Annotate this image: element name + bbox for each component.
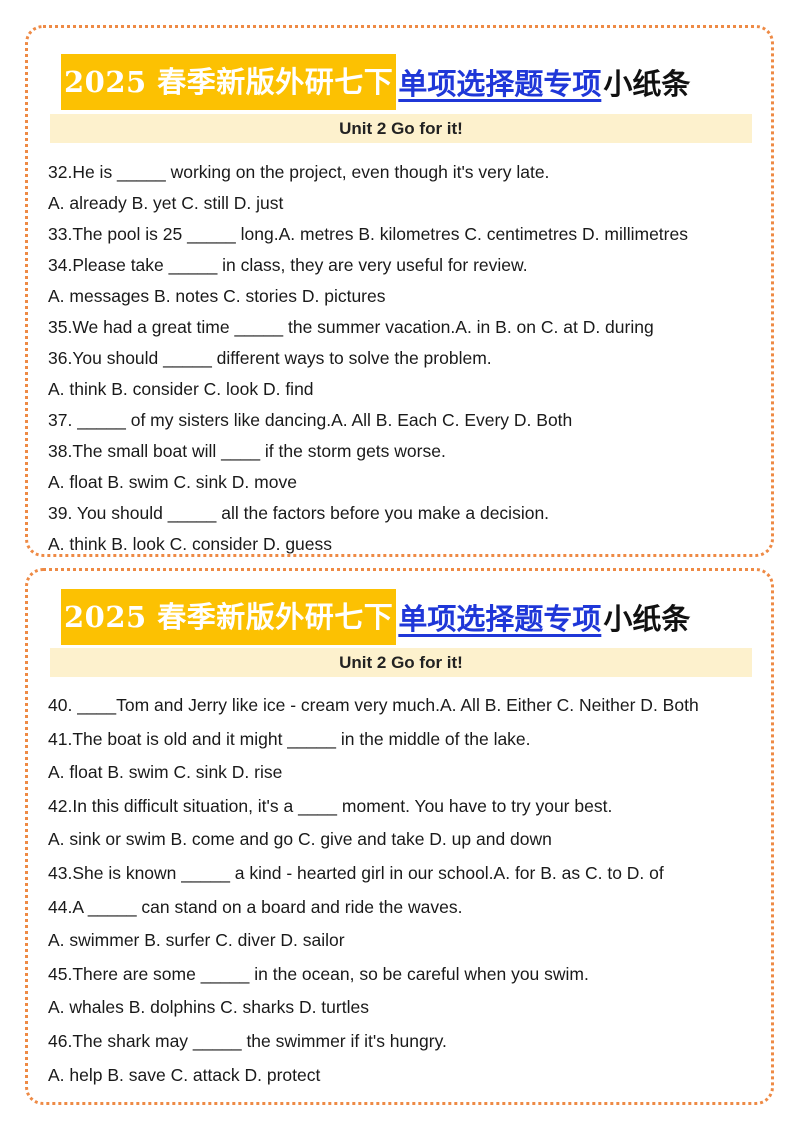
answer-options: A. think B. consider C. look D. find xyxy=(48,379,314,399)
question-line: 45.There are some _____ in the ocean, so… xyxy=(48,963,589,984)
answer-options: A. messages B. notes C. stories D. pictu… xyxy=(48,286,386,306)
answer-options: A. float B. swim C. sink D. rise xyxy=(48,762,283,783)
answer-options: A. swimmer B. surfer C. diver D. sailor xyxy=(48,930,345,951)
worksheet-card-1: 2025 春季新版外研七下单项选择题专项小纸条 Unit 2 Go for it… xyxy=(25,25,774,557)
question-line: 36.You should _____ different ways to so… xyxy=(48,348,492,368)
question-line: 32.He is _____ working on the project, e… xyxy=(48,162,550,182)
question-line: 35.We had a great time _____ the summer … xyxy=(48,317,654,337)
question-line: 42.In this difficult situation, it's a _… xyxy=(48,795,613,816)
title-suffix: 小纸条 xyxy=(603,67,691,101)
answer-options: A. help B. save C. attack D. protect xyxy=(48,1064,321,1085)
question-line: 33.The pool is 25 _____ long.A. metres B… xyxy=(48,224,688,244)
unit-heading: Unit 2 Go for it! xyxy=(50,648,752,677)
title-highlight-yellow: 2025 春季新版外研七下 xyxy=(61,54,397,110)
answer-options: A. already B. yet C. still D. just xyxy=(48,193,284,213)
question-line: 43.She is known _____ a kind - hearted g… xyxy=(48,862,664,883)
title-highlight-blue: 单项选择题专项 xyxy=(398,602,602,636)
question-line: 46.The shark may _____ the swimmer if it… xyxy=(48,1030,447,1051)
question-line: 37. _____ of my sisters like dancing.A. … xyxy=(48,410,573,430)
unit-heading: Unit 2 Go for it! xyxy=(50,114,752,143)
title-highlight-blue: 单项选择题专项 xyxy=(398,67,602,101)
title-suffix: 小纸条 xyxy=(603,602,691,636)
worksheet-card-2: 2025 春季新版外研七下单项选择题专项小纸条 Unit 2 Go for it… xyxy=(25,568,774,1105)
question-line: 39. You should _____ all the factors bef… xyxy=(48,503,550,523)
card-title: 2025 春季新版外研七下单项选择题专项小纸条 xyxy=(61,54,751,110)
question-line: 38.The small boat will ____ if the storm… xyxy=(48,441,446,461)
answer-options: A. whales B. dolphins C. sharks D. turtl… xyxy=(48,997,369,1018)
answer-options: A. float B. swim C. sink D. move xyxy=(48,472,297,492)
card-title: 2025 春季新版外研七下单项选择题专项小纸条 xyxy=(61,589,751,645)
question-list: 40. ____Tom and Jerry like ice - cream v… xyxy=(48,689,699,1092)
answer-options: A. think B. look C. consider D. guess xyxy=(48,534,333,554)
title-highlight-yellow: 2025 春季新版外研七下 xyxy=(61,589,397,645)
question-line: 41.The boat is old and it might _____ in… xyxy=(48,728,531,749)
question-line: 44.A _____ can stand on a board and ride… xyxy=(48,896,463,917)
answer-options: A. sink or swim B. come and go C. give a… xyxy=(48,829,552,850)
question-line: 40. ____Tom and Jerry like ice - cream v… xyxy=(48,695,699,715)
question-line: 34.Please take _____ in class, they are … xyxy=(48,255,528,275)
question-list: 32.He is _____ working on the project, e… xyxy=(48,157,688,560)
